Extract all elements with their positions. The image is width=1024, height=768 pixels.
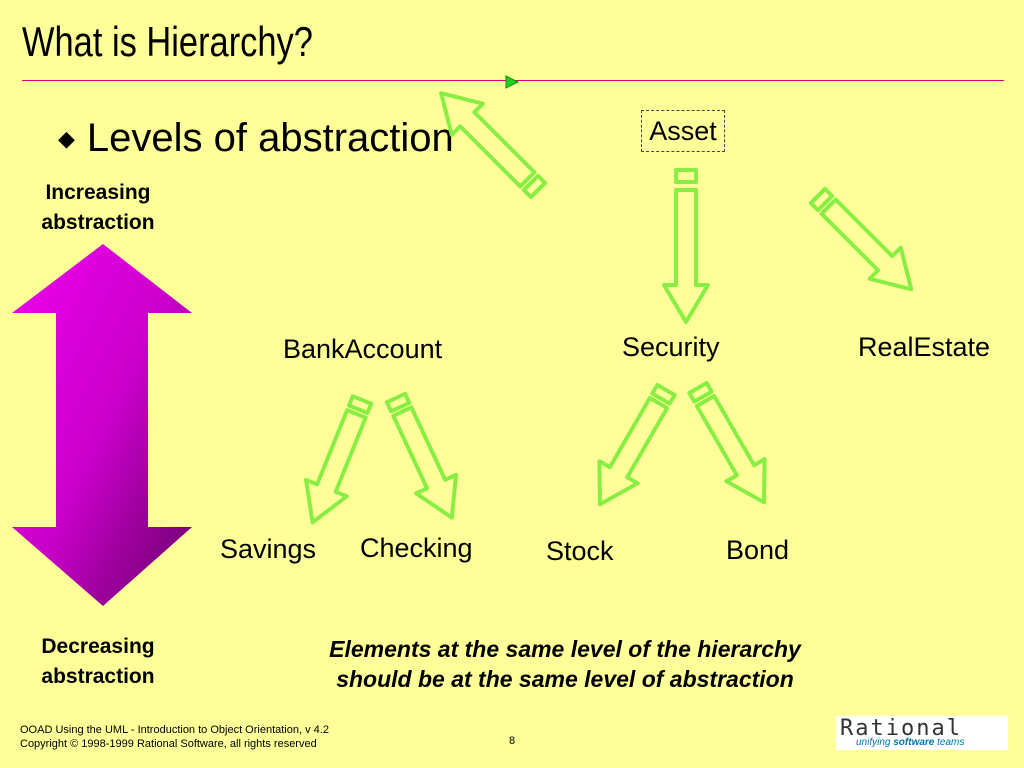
arrow-bankaccount-to-savings xyxy=(304,394,374,525)
node-security: Security xyxy=(622,332,720,362)
arrow-security-to-bond xyxy=(687,381,767,505)
node-savings: Savings xyxy=(220,534,317,564)
node-checking: Checking xyxy=(360,533,473,563)
node-asset: Asset xyxy=(641,110,725,152)
arrow-security-to-stock xyxy=(597,383,677,507)
double-arrow-icon xyxy=(12,244,192,606)
arrow-asset-to-bankaccount xyxy=(439,91,548,200)
abstraction-note: Elements at the same level of the hierar… xyxy=(329,636,801,692)
footer-course: OOAD Using the UML - Introduction to Obj… xyxy=(20,724,329,736)
page-number: 8 xyxy=(509,735,516,747)
diamond-bullet-icon: ◆ xyxy=(58,125,75,151)
node-bankaccount: BankAccount xyxy=(283,334,443,364)
arrow-asset-to-realestate xyxy=(808,186,914,292)
node-stock: Stock xyxy=(546,536,614,566)
slide-title: What is Hierarchy? xyxy=(22,18,313,65)
node-realestate: RealEstate xyxy=(858,332,991,362)
node-bond: Bond xyxy=(726,535,790,565)
arrow-bankaccount-to-checking xyxy=(384,391,459,520)
play-marker-icon xyxy=(505,75,520,89)
bullet-item: ◆ Levels of abstraction xyxy=(58,116,454,161)
bullet-text: Levels of abstraction xyxy=(86,116,454,160)
decreasing-abstraction-label: Decreasing abstraction xyxy=(41,635,155,688)
rational-logo: Rational unifying software teams xyxy=(836,716,1008,750)
increasing-abstraction-label: Increasing abstraction xyxy=(41,181,155,234)
arrow-asset-to-security xyxy=(662,168,710,324)
footer-copyright: Copyright © 1998-1999 Rational Software,… xyxy=(20,738,317,750)
